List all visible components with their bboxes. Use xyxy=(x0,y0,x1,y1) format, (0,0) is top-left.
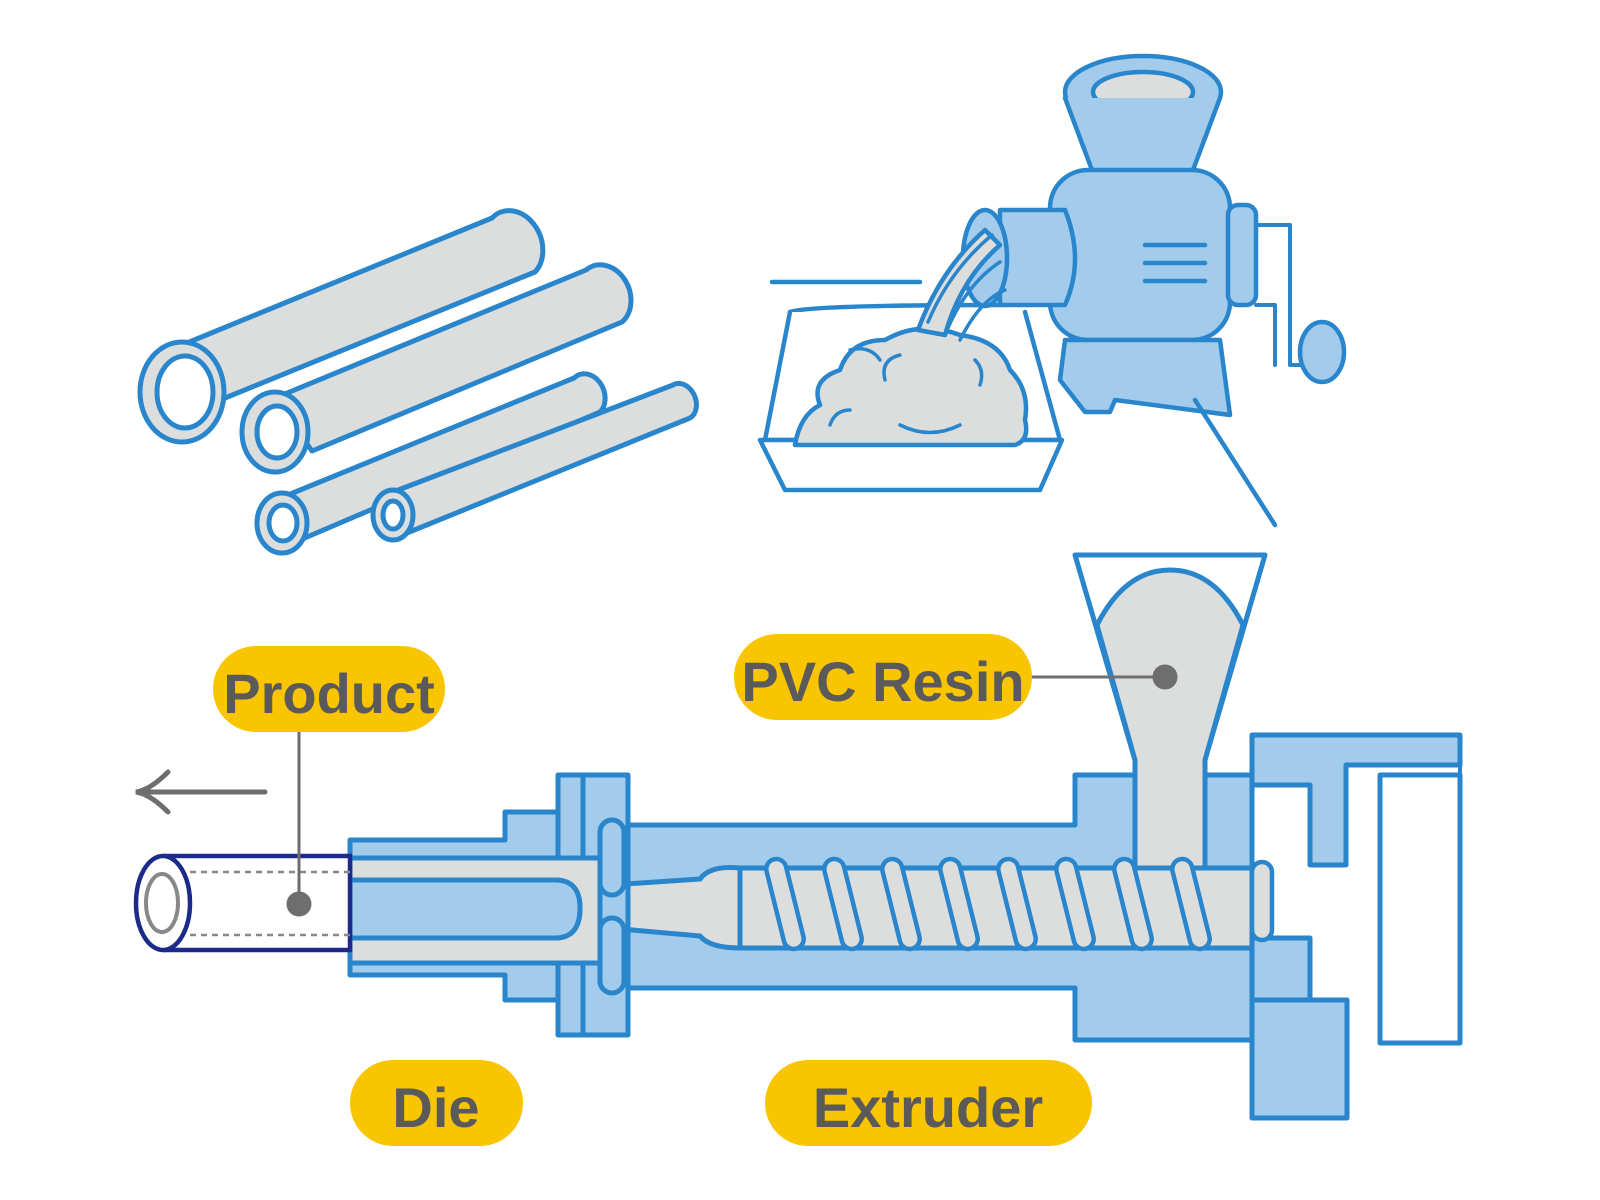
label-extruder-text: Extruder xyxy=(813,1076,1043,1139)
label-pvc-resin: PVC Resin xyxy=(734,634,1032,720)
screw-flight xyxy=(764,856,806,952)
drive-housing xyxy=(1249,732,1463,868)
leader-lines xyxy=(286,664,1178,917)
label-die: Die xyxy=(350,1060,523,1146)
screw-flight xyxy=(1112,856,1154,952)
screw-flight xyxy=(1170,856,1212,952)
pipes-illustration xyxy=(137,208,699,556)
pipe-large-1 xyxy=(137,208,546,445)
screw-icon xyxy=(764,856,1275,952)
label-die-text: Die xyxy=(392,1076,479,1139)
flow-arrow-left-icon xyxy=(135,769,268,815)
screw-flight xyxy=(822,856,864,952)
label-product-text: Product xyxy=(223,662,435,725)
screw-flight xyxy=(996,856,1038,952)
label-pvc-resin-text: PVC Resin xyxy=(741,650,1024,713)
label-product: Product xyxy=(213,646,445,732)
product-pipe xyxy=(133,853,353,953)
screw-flight xyxy=(938,856,980,952)
label-extruder: Extruder xyxy=(765,1060,1092,1146)
screw-flight xyxy=(880,856,922,952)
pipe-large-2 xyxy=(239,262,634,475)
pipe-small-2 xyxy=(370,380,699,543)
meat-grinder-icon xyxy=(757,53,1347,528)
screw-flight xyxy=(1054,856,1096,952)
pipe-small-1 xyxy=(254,371,608,556)
